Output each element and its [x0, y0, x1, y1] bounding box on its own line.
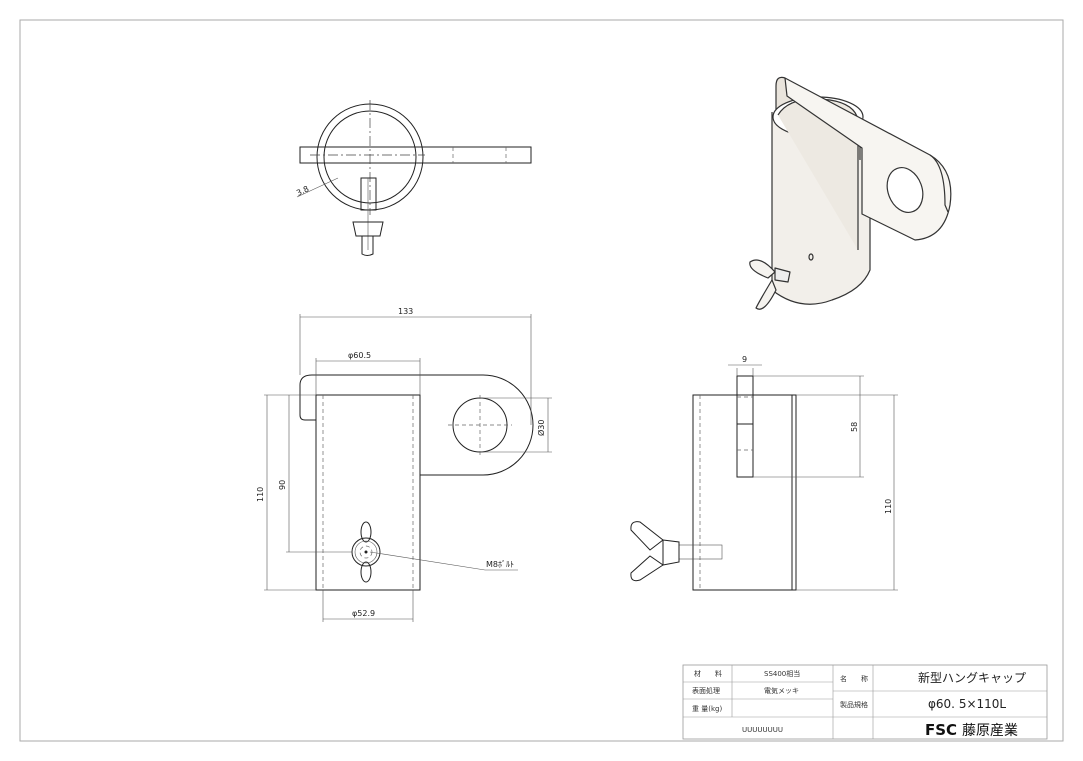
- isometric-view: [749, 76, 952, 310]
- front-view: 133 φ60.5 Ø30 110 90 M8ﾎﾞﾙﾄ φ52.9: [256, 307, 552, 622]
- dim-wall: 3.8: [295, 184, 310, 198]
- spec-value: φ60. 5×110L: [928, 697, 1006, 711]
- side-view: 9 58 110: [630, 355, 898, 591]
- surface-label: 表面処理: [692, 686, 720, 695]
- dim-hole-diameter: Ø30: [536, 420, 546, 436]
- spec-label: 製品規格: [840, 700, 868, 709]
- bolt-label: M8ﾎﾞﾙﾄ: [486, 560, 514, 569]
- weight-label: 重 量(kg): [692, 705, 722, 713]
- company-logo: FSC: [925, 721, 957, 739]
- top-view: 3.8: [295, 100, 532, 256]
- title-block: 材 料 SS400相当 表面処理 電気メッキ 重 量(kg) UUUUUUUU …: [682, 664, 1048, 740]
- name-label: 名 称: [840, 674, 868, 683]
- dim-side-height: 110: [884, 499, 893, 514]
- scale-marks: UUUUUUUU: [742, 726, 783, 734]
- material-label: 材 料: [694, 669, 722, 678]
- dim-height: 110: [256, 487, 265, 502]
- company-name: 藤原産業: [962, 723, 1018, 739]
- dim-bolt-height: 90: [278, 480, 287, 490]
- surface-value: 電気メッキ: [764, 686, 799, 695]
- product-name: 新型ハングキャップ: [918, 670, 1026, 685]
- material-value: SS400相当: [764, 669, 800, 678]
- dim-plate-thickness: 9: [742, 355, 747, 364]
- dim-inner-diameter: φ52.9: [352, 609, 375, 618]
- sheet-border: [19, 19, 1064, 742]
- dim-outer-diameter: φ60.5: [348, 351, 371, 360]
- dim-plate-height: 58: [850, 422, 859, 432]
- dim-overall-width: 133: [398, 307, 413, 316]
